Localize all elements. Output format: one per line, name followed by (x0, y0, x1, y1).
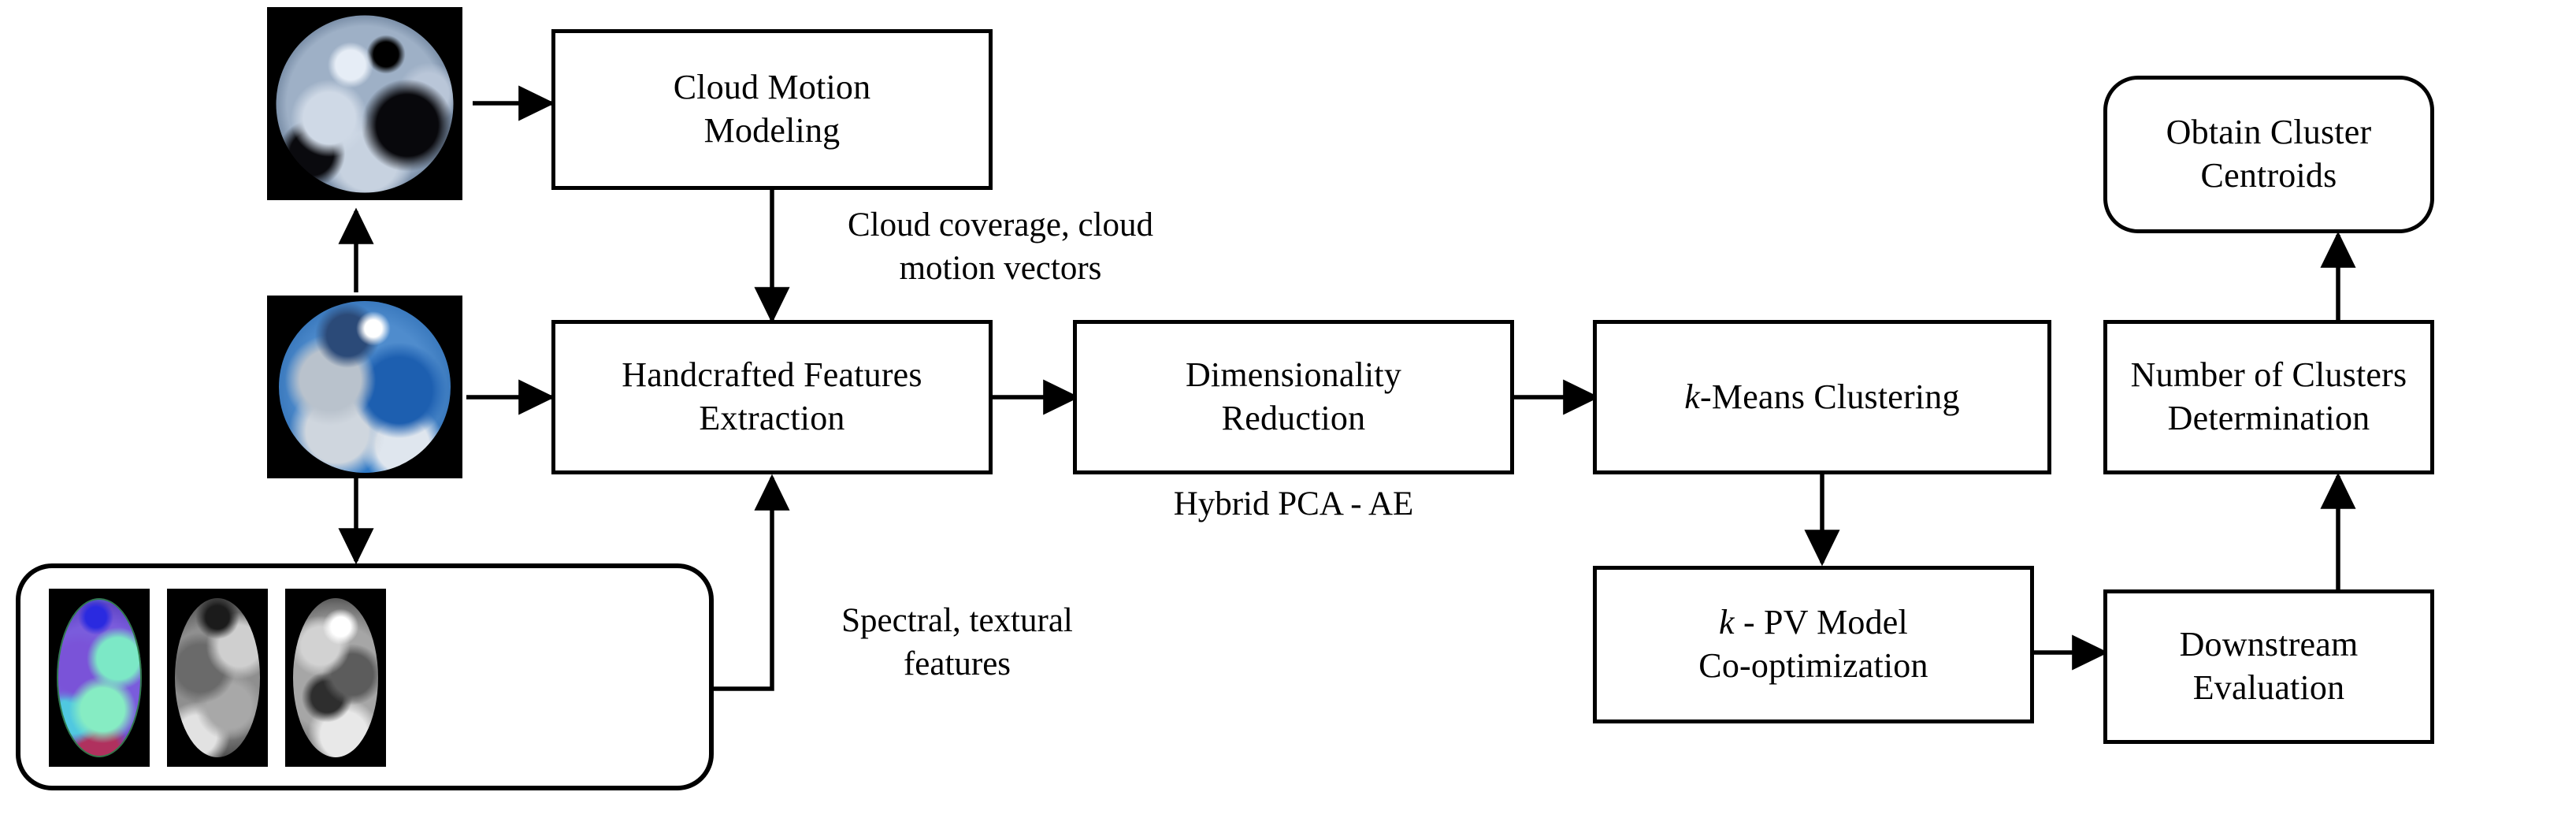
caption-spectral-textural: Spectral, textural features (841, 602, 1073, 683)
edge-featuremaps-to-handcrafted (713, 474, 790, 691)
feature-map-gray-image-1 (167, 589, 268, 767)
feature-map-gray-image-2 (285, 589, 386, 767)
cloud-mask-image (267, 7, 462, 200)
node-k-means-clustering[interactable]: k-Means Clustering (1593, 320, 2051, 474)
sky-camera-image (267, 296, 462, 478)
node-k-means-clustering-label: k-Means Clustering (1684, 377, 1960, 416)
caption-hybrid-pca-ae: Hybrid PCA - AE (1173, 485, 1414, 522)
feature-map-color-image (49, 589, 150, 767)
caption-cloud-coverage: Cloud coverage, cloud motion vectors (847, 206, 1154, 288)
